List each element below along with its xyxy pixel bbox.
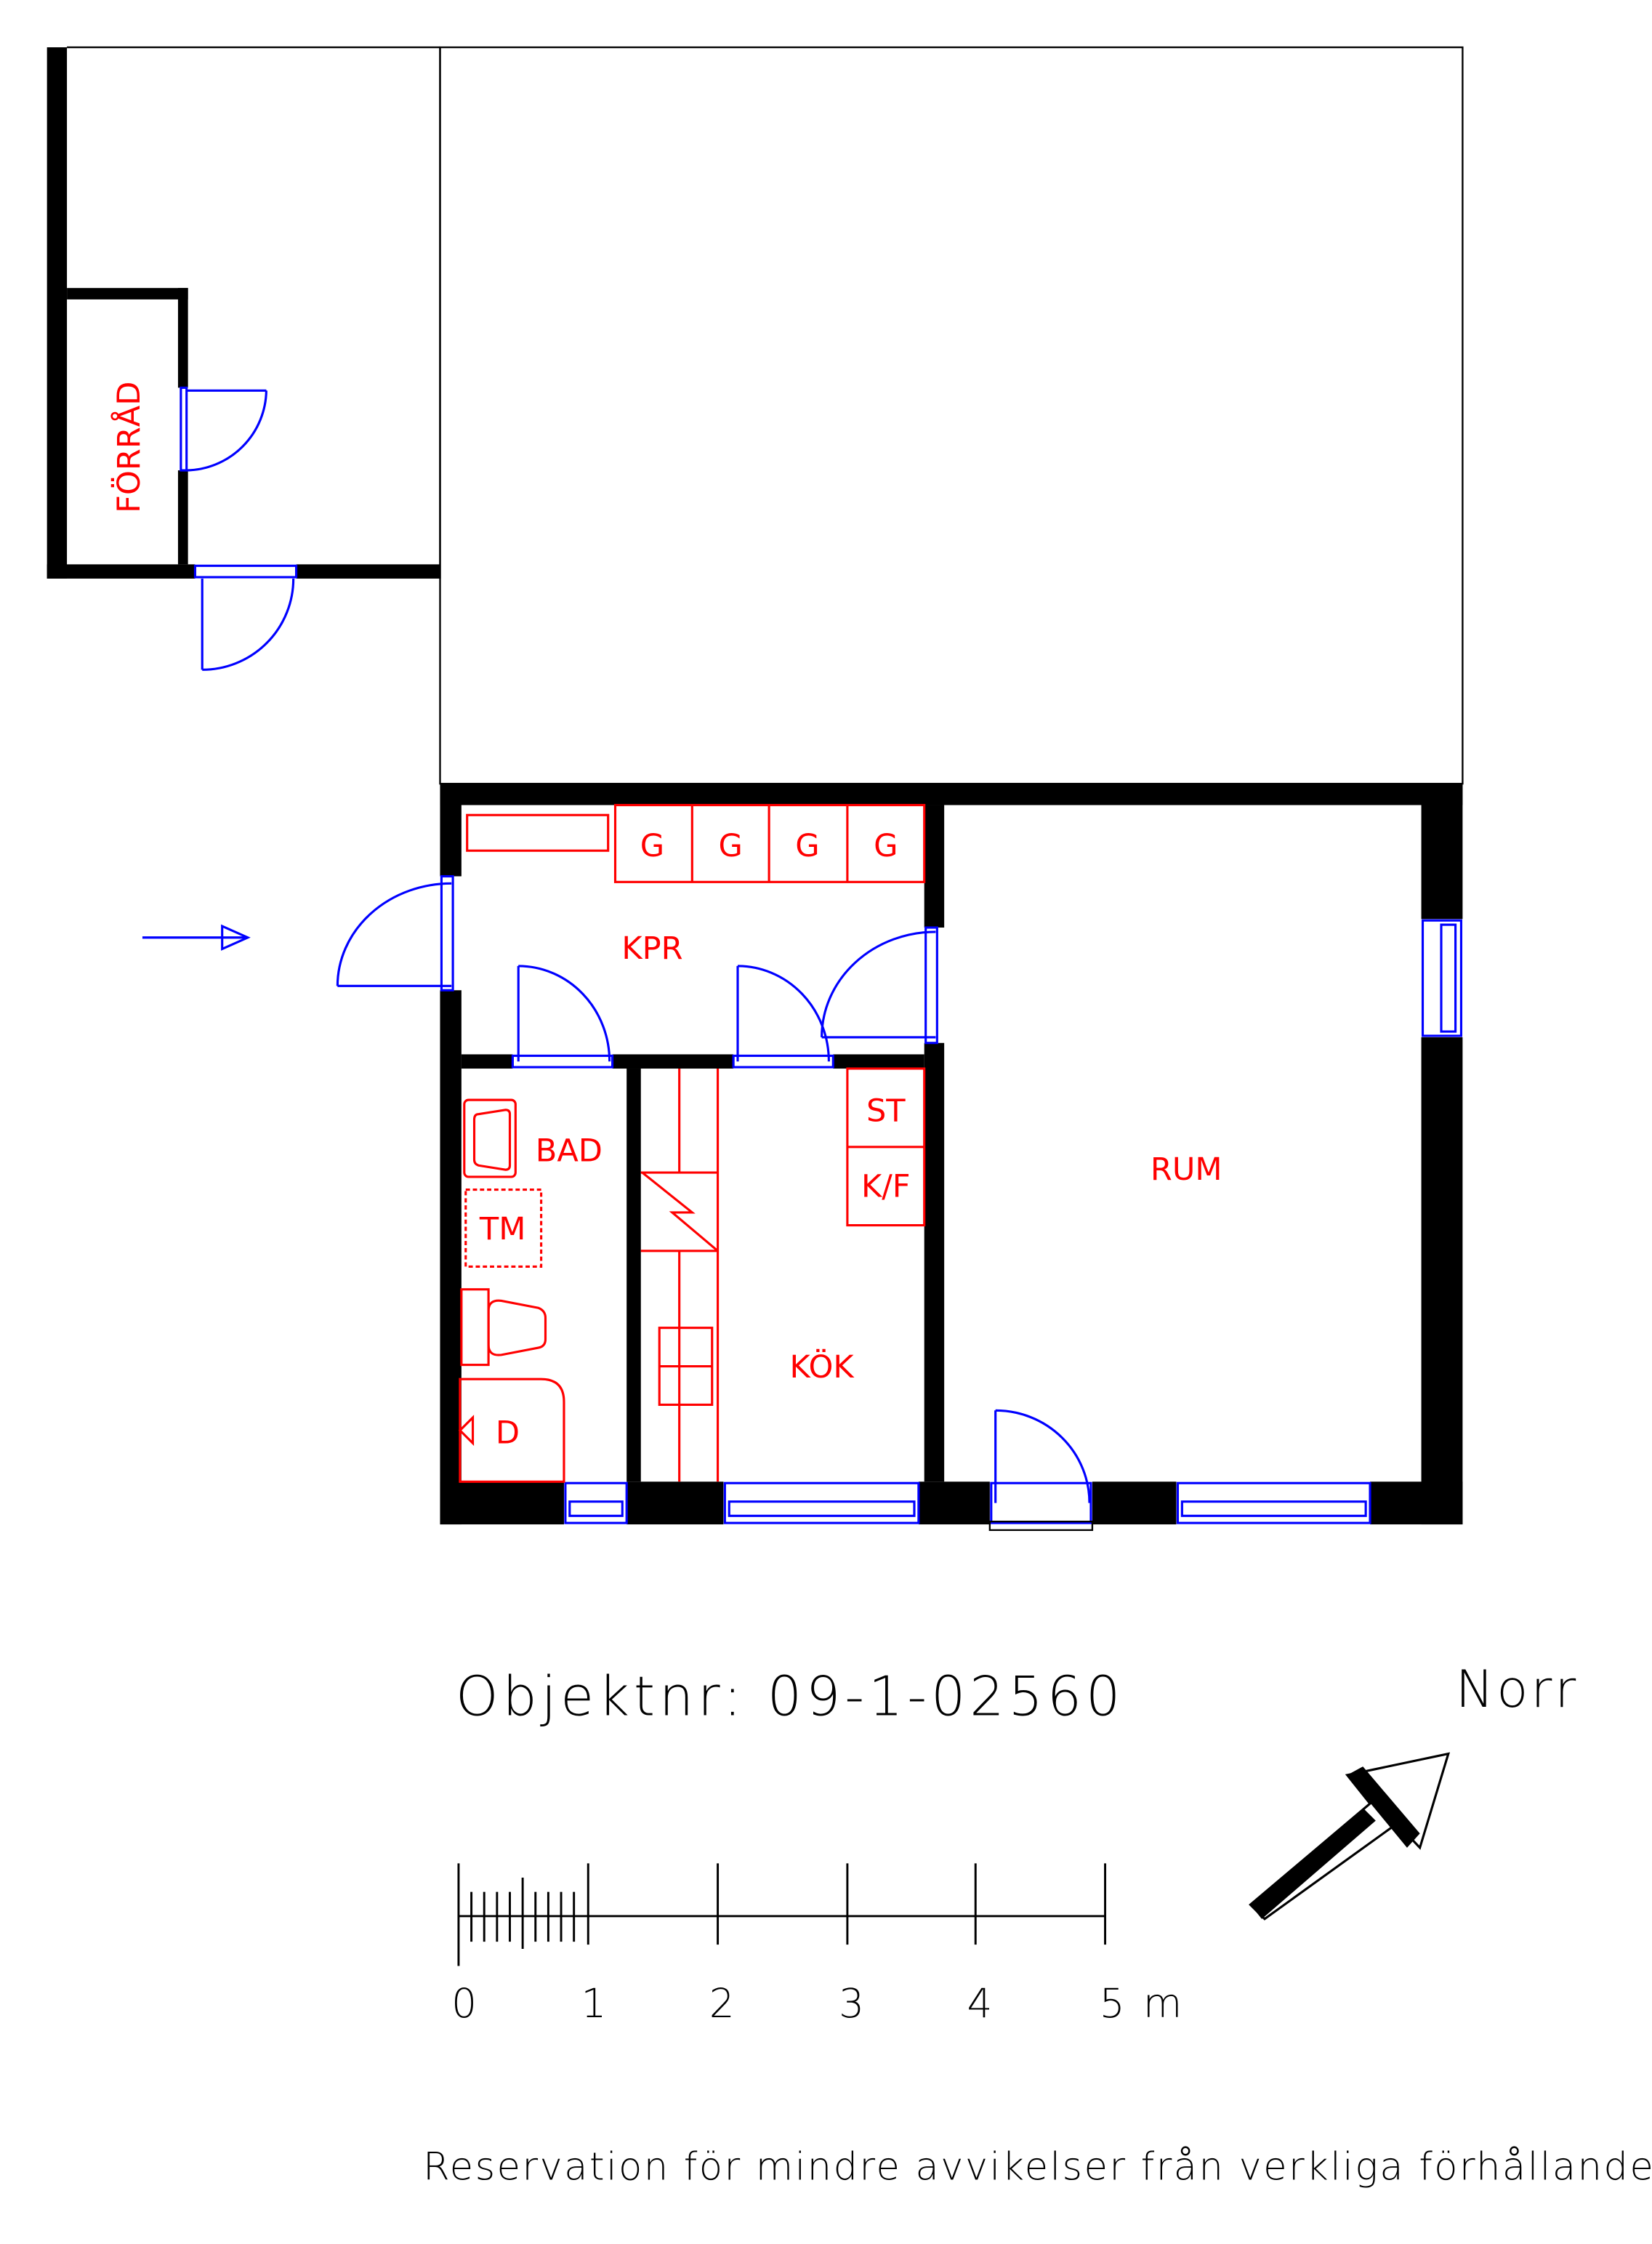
- hat-shelf: [466, 813, 610, 852]
- shower-label: D: [496, 1415, 520, 1451]
- washing-machine-label: TM: [479, 1211, 526, 1247]
- forrad-inner-door[interactable]: [180, 386, 267, 472]
- stove-icon: [658, 1327, 714, 1407]
- room-label-rum: RUM: [1151, 1151, 1222, 1188]
- kok-door[interactable]: [732, 965, 834, 1069]
- fridge-freezer-label: K/F: [861, 1168, 911, 1205]
- entrance-door[interactable]: [336, 874, 454, 992]
- washing-machine-space: [464, 1189, 543, 1268]
- scale-tick-label: 2: [709, 1980, 735, 2027]
- scale-tick-label: 3: [839, 1980, 864, 2027]
- room-label-kpr: KPR: [621, 930, 682, 967]
- scale-tick-label: 4: [967, 1980, 992, 2027]
- window-kok: [723, 1481, 920, 1524]
- fridge-freezer: [846, 1067, 926, 1227]
- north-label: Norr: [1456, 1660, 1579, 1719]
- window-bad: [564, 1481, 628, 1524]
- window-rum-east: [1421, 919, 1462, 1037]
- scale-tick-label: 0: [451, 1980, 477, 2027]
- wardrobe-label: G: [719, 828, 743, 864]
- room-label-forrad: FÖRRÅD: [110, 382, 148, 513]
- scale-tick-label: 1: [581, 1980, 606, 2027]
- disclaimer-text: Reservation för mindre avvikelser från v…: [423, 2144, 1652, 2189]
- cabinet-label: ST: [866, 1093, 906, 1130]
- north-arrow-icon: [1249, 1752, 1451, 1921]
- room-label-bad: BAD: [536, 1133, 603, 1169]
- scale-tick-label: 5 m: [1100, 1980, 1182, 2027]
- outline-outer-area: [439, 46, 1464, 785]
- sink-icon: [463, 1098, 517, 1178]
- kitchen-counter: [678, 1069, 720, 1482]
- entry-arrow-icon: [142, 924, 251, 951]
- wardrobes: [613, 803, 926, 883]
- shower-icon: [458, 1378, 565, 1483]
- room-label-kok: KÖK: [790, 1348, 855, 1386]
- scale-bar: [457, 1863, 1107, 1966]
- toilet-icon: [460, 1288, 547, 1367]
- object-number: Objektnr: 09-1-02560: [456, 1665, 1124, 1729]
- fan-icon: [640, 1171, 719, 1252]
- wardrobe-label: G: [795, 828, 819, 864]
- rum-balcony-door[interactable]: [988, 1409, 1094, 1532]
- wardrobe-label: G: [874, 828, 898, 864]
- forrad-outer-door[interactable]: [193, 564, 298, 671]
- bad-door[interactable]: [511, 965, 614, 1069]
- window-rum-south: [1176, 1481, 1371, 1524]
- main-walls: [440, 784, 1463, 1525]
- wardrobe-label: G: [640, 828, 664, 864]
- forrad-walls: [47, 47, 440, 579]
- rum-inner-door[interactable]: [821, 926, 938, 1045]
